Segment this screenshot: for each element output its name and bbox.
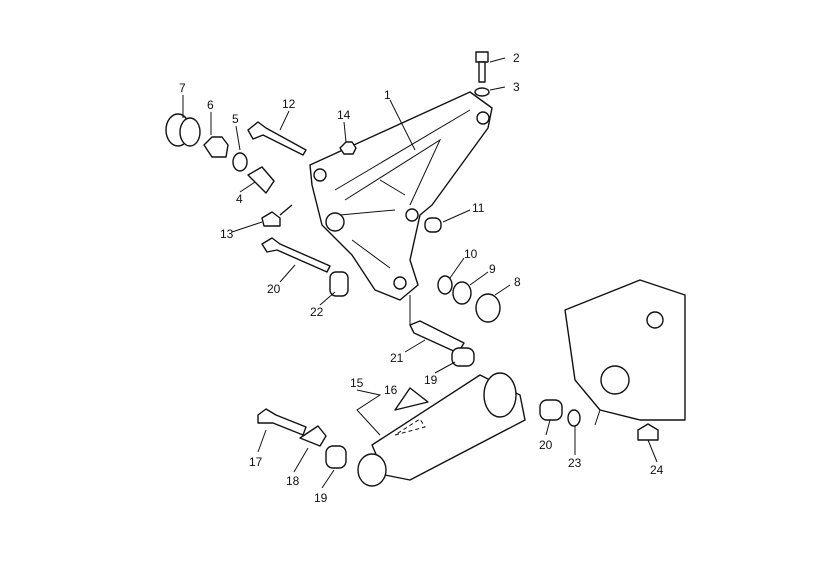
callout-9: 9 bbox=[489, 262, 496, 276]
bolt-2 bbox=[475, 51, 489, 83]
callout-11: 11 bbox=[472, 201, 485, 215]
washer-5 bbox=[232, 152, 248, 172]
label-16 bbox=[394, 387, 429, 411]
callout-20b: 20 bbox=[539, 438, 553, 452]
callout-19: 19 bbox=[314, 491, 328, 505]
seal-10 bbox=[437, 275, 453, 295]
callout-8: 8 bbox=[514, 275, 521, 289]
callout-1: 1 bbox=[384, 88, 391, 102]
callout-20a: 19 bbox=[424, 373, 438, 387]
callout-15: 15 bbox=[350, 376, 364, 390]
washer-3 bbox=[474, 87, 490, 97]
collar-11 bbox=[424, 217, 442, 233]
shock-absorber bbox=[357, 372, 526, 487]
callout-16: 16 bbox=[384, 383, 398, 397]
nut-6 bbox=[203, 136, 229, 158]
callout-7: 7 bbox=[179, 81, 186, 95]
callout-2: 2 bbox=[513, 51, 520, 65]
bolt-21 bbox=[261, 237, 331, 273]
engine-bracket bbox=[309, 91, 493, 301]
callout-10: 10 bbox=[464, 247, 478, 261]
callout-3: 3 bbox=[513, 80, 520, 94]
callout-23: 22 bbox=[310, 305, 324, 319]
clip-18 bbox=[299, 425, 327, 447]
bushing-20a bbox=[451, 347, 475, 367]
nut-25 bbox=[637, 423, 659, 441]
collar-19 bbox=[325, 445, 347, 469]
callout-22: 21 bbox=[390, 351, 404, 365]
callout-21: 20 bbox=[267, 282, 281, 296]
callout-4: 4 bbox=[236, 192, 243, 206]
gear-7 bbox=[165, 113, 201, 147]
callout-17: 17 bbox=[249, 455, 263, 469]
callout-5: 5 bbox=[232, 112, 239, 126]
callout-13: 13 bbox=[220, 227, 234, 241]
bolt-12 bbox=[247, 121, 307, 156]
bushing-20b bbox=[539, 399, 563, 421]
shaft-4 bbox=[247, 166, 275, 194]
crankcase bbox=[564, 279, 686, 421]
callout-14: 14 bbox=[337, 108, 351, 122]
collar-23 bbox=[329, 271, 349, 297]
bolt-17 bbox=[257, 408, 307, 436]
nut-14 bbox=[339, 141, 357, 155]
callout-24: 23 bbox=[568, 456, 582, 470]
callout-25: 24 bbox=[650, 463, 664, 477]
washer-24 bbox=[567, 409, 581, 427]
bearing-8 bbox=[475, 293, 501, 323]
callout-18: 18 bbox=[286, 474, 300, 488]
bolt-13 bbox=[261, 204, 293, 227]
callout-12: 12 bbox=[282, 97, 296, 111]
callout-6: 6 bbox=[207, 98, 214, 112]
bearing-9 bbox=[452, 281, 472, 305]
